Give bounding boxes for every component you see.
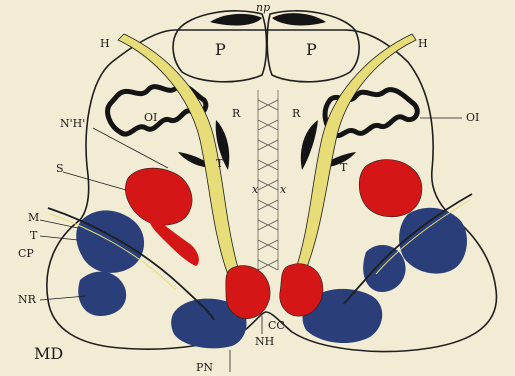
label-r-left: R [232, 108, 240, 119]
label-oi-right: OI [466, 112, 479, 123]
label-t-side: T [30, 230, 37, 241]
label-nh: NH [255, 336, 274, 347]
label-h-left: H [100, 38, 110, 49]
label-cp: CP [18, 248, 34, 259]
label-r-right: R [292, 108, 300, 119]
label-x-right: x [280, 184, 286, 195]
label-np: np [256, 2, 270, 13]
label-nr: NR [18, 294, 36, 305]
label-t-right-upper: T [340, 162, 347, 173]
label-p-right: P [306, 42, 317, 58]
label-s: S [56, 163, 64, 174]
label-m: M [28, 212, 39, 223]
label-t-left-upper: T [216, 158, 223, 169]
red-nucleus-right-s [359, 160, 422, 217]
label-pn: PN [196, 362, 213, 373]
label-oi-left: OI [144, 112, 157, 123]
label-x-left: x [252, 184, 258, 195]
label-p-left: P [215, 42, 226, 58]
label-h-right: H [418, 38, 428, 49]
label-md: MD [34, 346, 63, 362]
label-cc: CC [268, 320, 285, 331]
label-nh-prime: N'H' [60, 118, 85, 129]
